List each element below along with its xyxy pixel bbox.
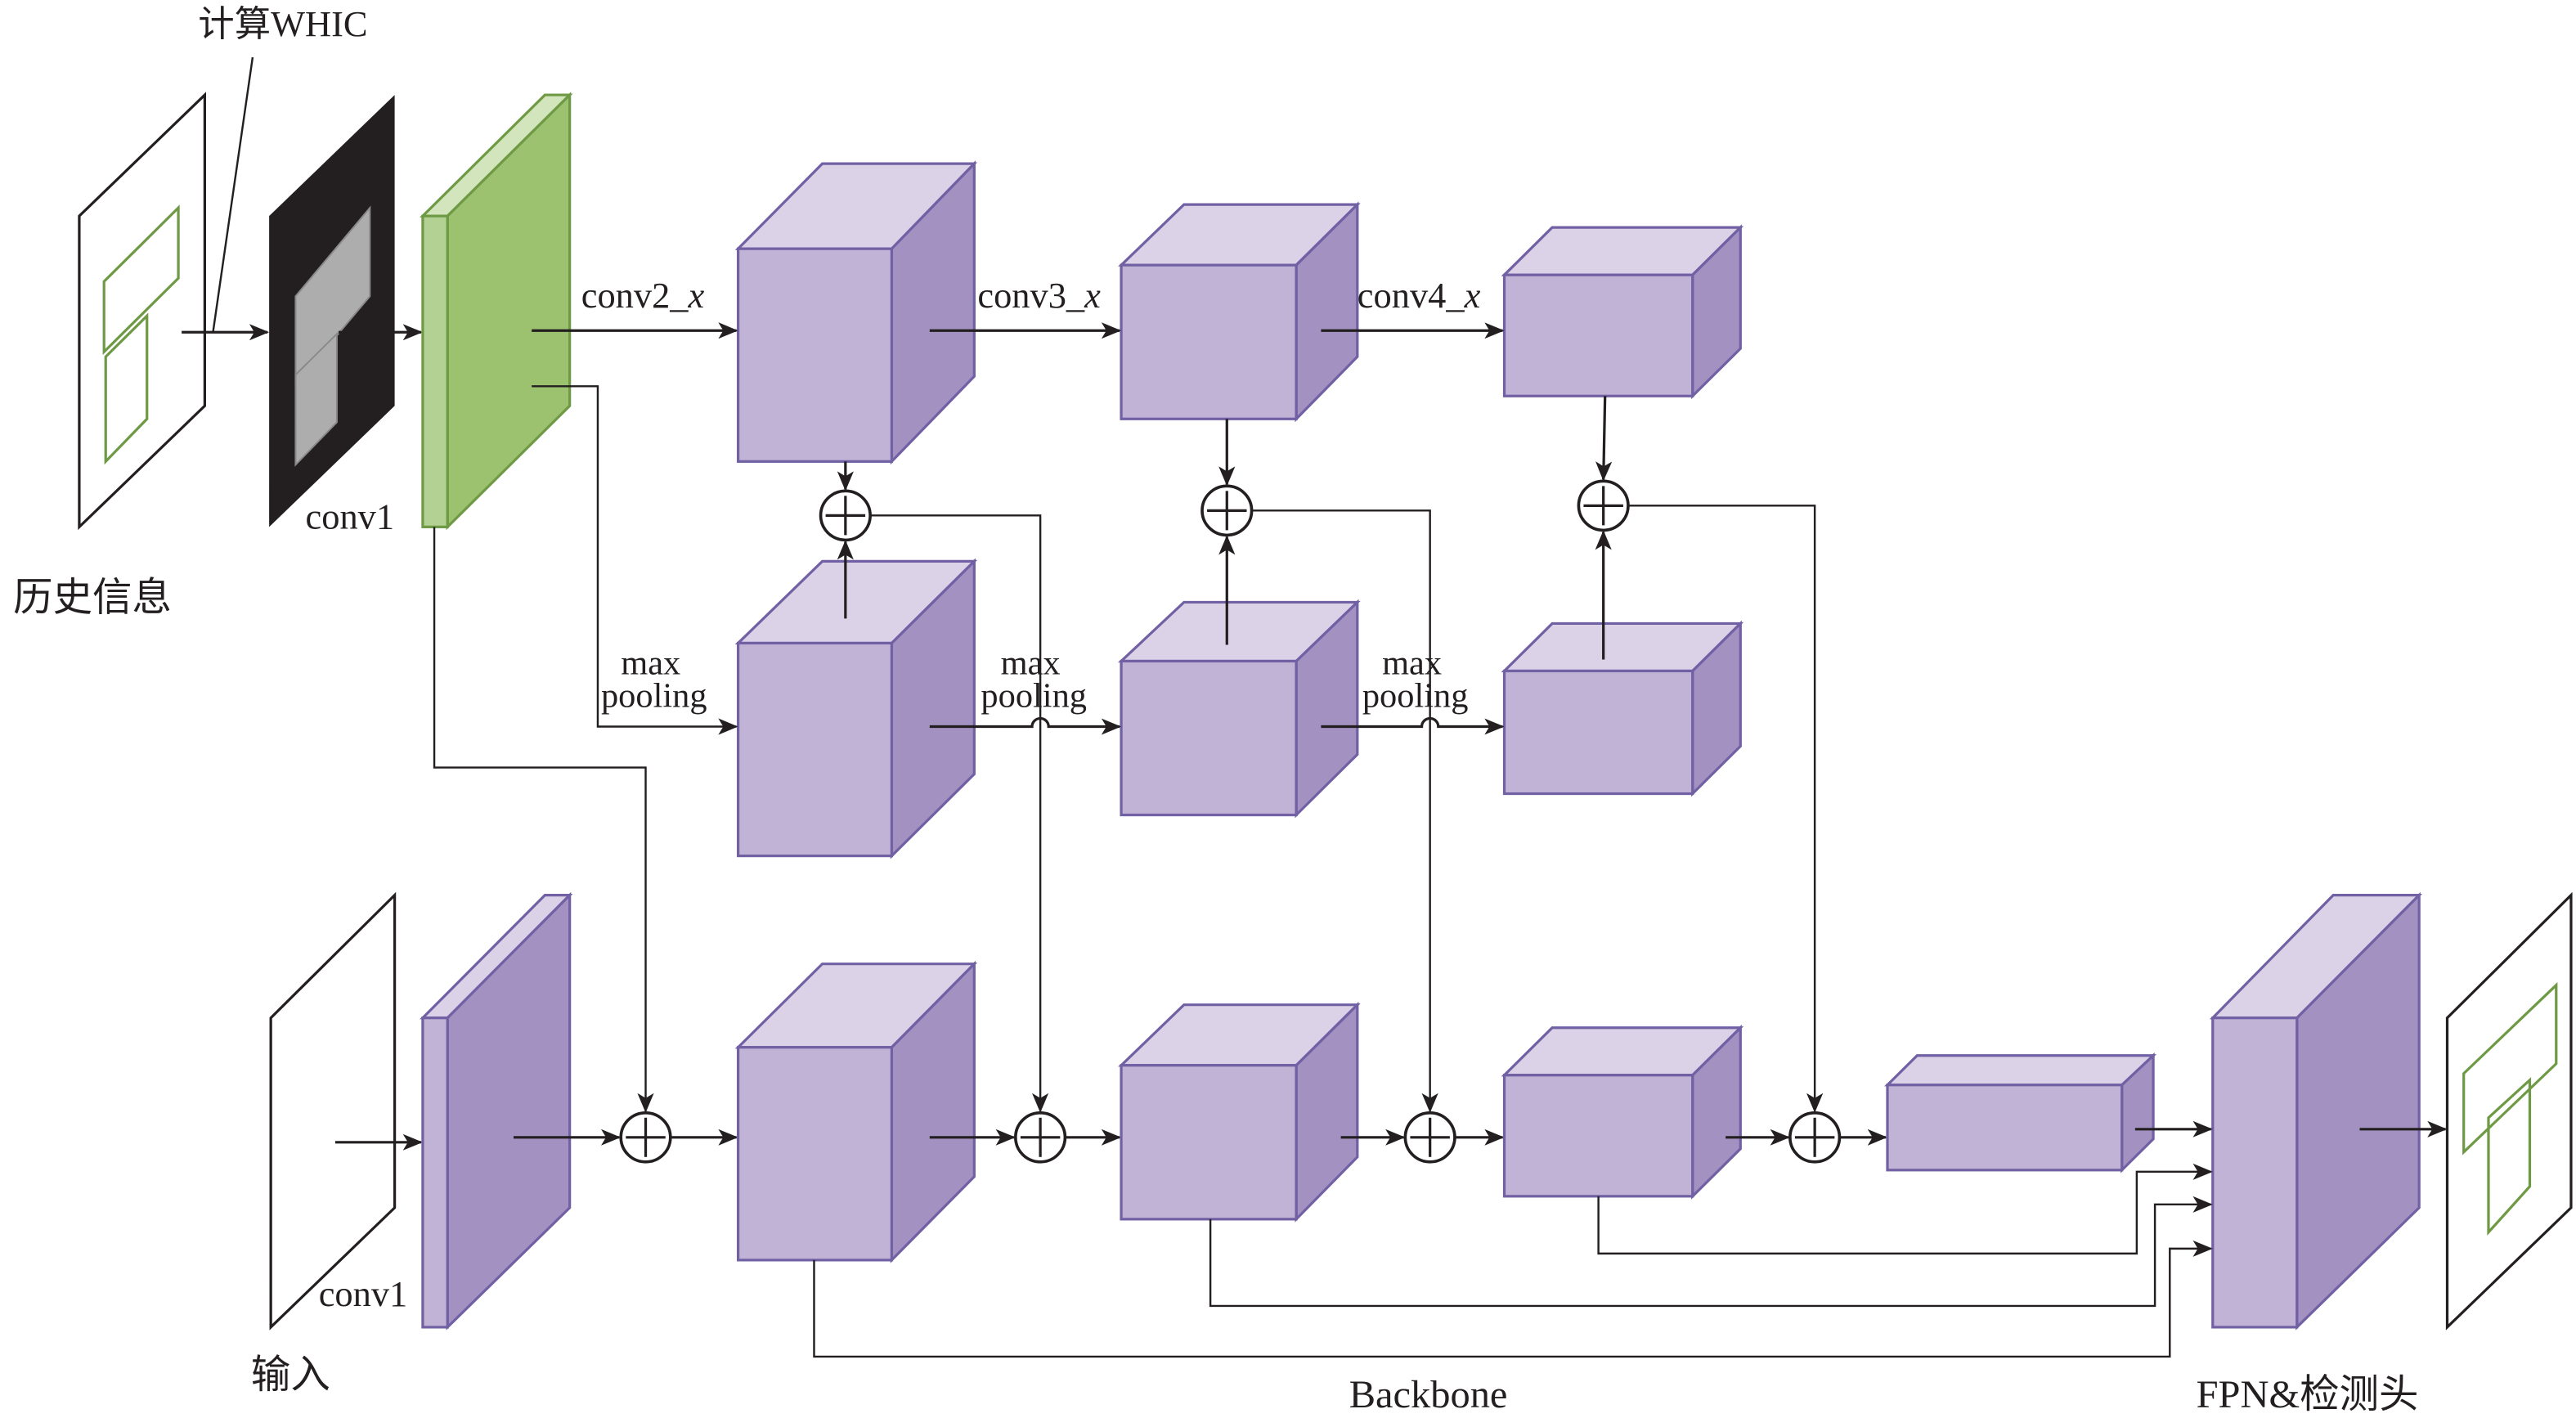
path-b3-to-fpn — [1597, 1163, 2213, 1255]
whic-mask-panel — [269, 95, 395, 527]
maxpool-label-1-pooling: pooling — [601, 677, 707, 716]
whic-annotation: 计算WHIC — [198, 4, 367, 44]
fpn-head-label: FPN&检测头 — [2197, 1373, 2419, 1416]
output-box-1 — [2462, 981, 2558, 1156]
backbone-cube-1 — [734, 960, 978, 1263]
sum-node-top-1 — [819, 489, 872, 542]
history-box-2 — [104, 312, 149, 465]
path-b2-to-fpn — [1209, 1196, 2213, 1308]
mask-region-1 — [294, 205, 371, 388]
sum-node-bottom-0 — [619, 1111, 672, 1164]
conv1-history-feature — [420, 92, 573, 531]
sum-node-top-2 — [1200, 484, 1254, 537]
history-label: 历史信息 — [13, 577, 172, 620]
maxpool-label-3-pooling: pooling — [1362, 677, 1469, 716]
maxpool-label-1-max: max — [621, 644, 680, 683]
top-stage-cube-conv4 — [1501, 224, 1744, 400]
mid-pool-cube-2 — [1118, 599, 1361, 819]
mid-pool-cube-3 — [1501, 620, 1744, 797]
conv4-label: conv4_x — [1358, 276, 1481, 316]
path-green-to-pool1 — [532, 385, 738, 735]
output-box-2 — [2487, 1077, 2532, 1236]
input-label: 输入 — [251, 1353, 330, 1397]
path-sum1-to-bottom — [870, 514, 1049, 1113]
sum-node-bottom-2 — [1403, 1111, 1456, 1164]
maxpool-label-3-max: max — [1382, 644, 1442, 683]
top-stage-cube-conv2 — [734, 160, 978, 465]
sum-node-top-3 — [1577, 479, 1630, 532]
path-sum2-to-bottom — [1251, 509, 1438, 1113]
conv1-bottom-label: conv1 — [319, 1274, 408, 1314]
history-frame — [78, 92, 206, 531]
arrow-t3-to-sum3 — [1595, 396, 1613, 482]
top-stage-cube-conv3 — [1118, 201, 1361, 423]
path-sum3-to-bottom — [1627, 505, 1824, 1113]
maxpool-label-2-pooling: pooling — [981, 677, 1087, 716]
path-b1-to-fpn — [813, 1240, 2213, 1358]
mid-pool-cube-1 — [734, 558, 978, 859]
backbone-label: Backbone — [1349, 1373, 1508, 1416]
backbone-cube-2 — [1118, 1001, 1361, 1223]
conv1-top-label: conv1 — [306, 497, 395, 537]
mask-region-2 — [294, 331, 338, 467]
sum-node-bottom-1 — [1014, 1111, 1067, 1164]
sum-node-bottom-3 — [1788, 1111, 1842, 1164]
output-detection-frame — [2445, 891, 2573, 1331]
conv1-input-feature — [420, 891, 573, 1331]
maxpool-label-2-max: max — [1001, 644, 1061, 683]
conv2-label: conv2_x — [581, 276, 705, 316]
whic-leader-line — [212, 56, 254, 333]
path-green-to-bottom-sum — [433, 527, 654, 1113]
conv3-label: conv3_x — [977, 276, 1101, 316]
fpn-head-block — [2209, 891, 2423, 1331]
input-frame — [269, 891, 397, 1331]
backbone-cube-4 — [1884, 1052, 2157, 1173]
backbone-cube-3 — [1501, 1024, 1744, 1200]
history-box-1 — [102, 204, 180, 356]
